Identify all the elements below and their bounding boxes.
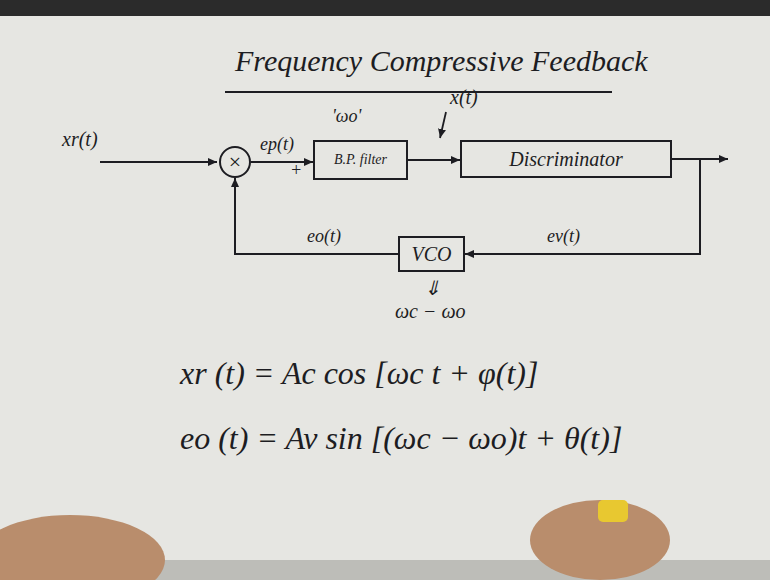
vco-box: VCO (398, 236, 465, 272)
hand-right (530, 500, 670, 580)
input-arrow (100, 161, 217, 163)
hand-left (0, 515, 165, 580)
node-text: B.P. filter (334, 152, 387, 168)
signal-connector (235, 178, 398, 254)
marker-pen (598, 500, 628, 522)
node-text: Discriminator (509, 148, 622, 171)
edge-label: ev(t) (545, 226, 582, 247)
title-underline (225, 91, 612, 93)
frequency-note: ωc − ωo (395, 300, 466, 323)
signal-name: xr(t) (62, 128, 98, 151)
edge-label: eo(t) (305, 226, 343, 247)
diagram-title: Frequency Compressive Feedback (235, 44, 648, 78)
filter-box: B.P. filter (313, 140, 408, 180)
output-arrow (700, 158, 728, 160)
signal-connector (251, 161, 313, 163)
equation: xr (t) = Ac cos [ωc t + φ(t)] (180, 355, 538, 392)
equation: eo (t) = Av sin [(ωc − ωo)t + θ(t)] (180, 420, 622, 457)
sign-mark: + (290, 160, 302, 181)
mixer-circle: × (219, 146, 251, 178)
arrow-symbol: ⇓ (424, 276, 441, 300)
edge-label: ep(t) (258, 134, 296, 155)
signal-connector (408, 159, 460, 161)
x-leader (440, 112, 446, 138)
node-text: × (229, 149, 241, 175)
signal-name: x(t) (450, 86, 478, 109)
top-edge (0, 0, 770, 16)
node-text: VCO (412, 243, 452, 266)
discriminator-box: Discriminator (460, 140, 672, 178)
frequency-note: 'ωo' (332, 106, 361, 127)
